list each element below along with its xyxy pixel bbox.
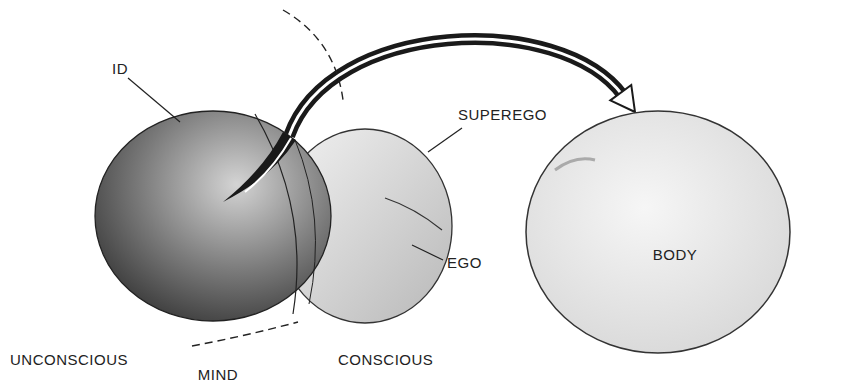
arrowhead xyxy=(610,85,635,112)
leader-line xyxy=(128,78,180,122)
leader-line xyxy=(428,128,462,152)
body-shape: BODY xyxy=(525,110,791,355)
mind-shape: MIND xyxy=(95,108,452,324)
mind-boundary xyxy=(192,322,298,346)
mind-shape-outline xyxy=(95,108,452,324)
part-label: EGO xyxy=(447,254,482,272)
body-shape-outline xyxy=(525,110,791,355)
part-label: UNCONSCIOUS xyxy=(10,351,128,369)
node-label: MIND xyxy=(198,366,238,384)
part-label: SUPEREGO xyxy=(458,106,547,124)
part-label: CONSCIOUS xyxy=(338,351,433,369)
node-label: BODY xyxy=(653,246,698,264)
mind-boundary xyxy=(283,10,343,100)
part-label: ID xyxy=(112,60,128,78)
arrow-band xyxy=(289,39,623,136)
influence-arrow xyxy=(289,39,635,136)
arrow-highlight xyxy=(289,39,623,136)
